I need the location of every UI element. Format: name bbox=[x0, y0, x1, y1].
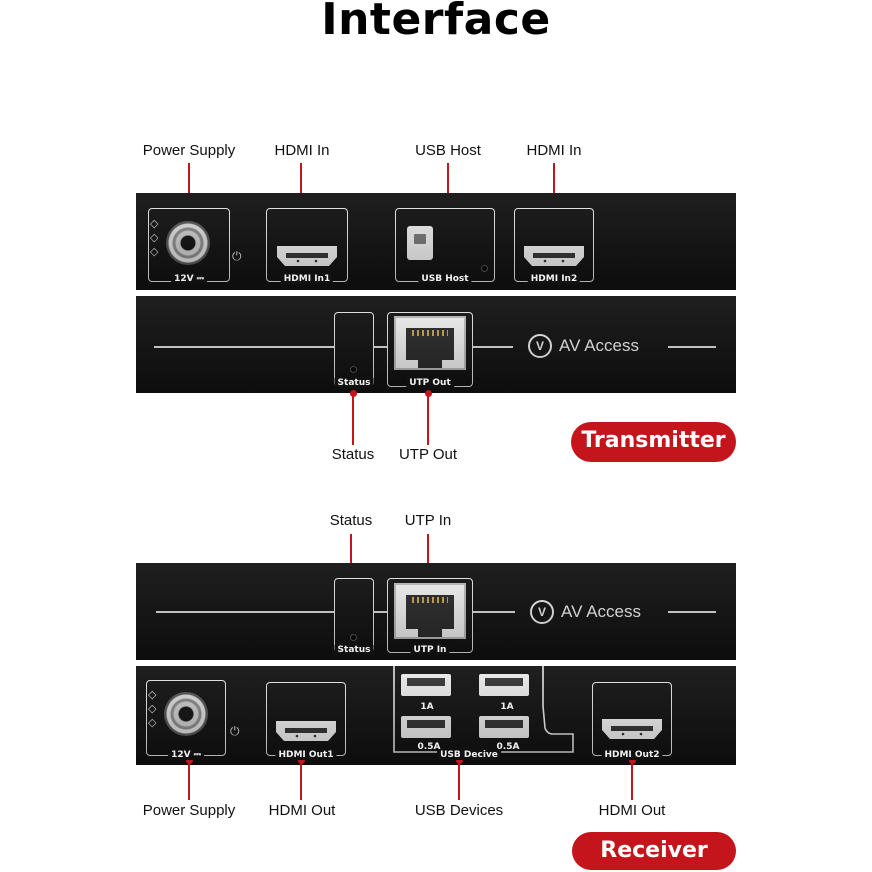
status-led bbox=[350, 634, 357, 641]
callout-rx-hdmi-out-1: HDMI Out bbox=[268, 802, 336, 819]
hdmi-port-icon bbox=[602, 719, 662, 739]
usb-a-port-icon bbox=[401, 674, 451, 696]
usb-led bbox=[481, 265, 488, 272]
panel-label-utp-in: UTP In bbox=[410, 645, 450, 655]
decor-line bbox=[156, 611, 334, 613]
callout-rx-hdmi-out-2: HDMI Out bbox=[598, 802, 666, 819]
callout-rx-utp-in: UTP In bbox=[404, 512, 452, 529]
usb-a-port-icon bbox=[479, 716, 529, 738]
page-title: Interface bbox=[321, 0, 551, 45]
decor-line bbox=[154, 346, 334, 348]
brand-name: AV Access bbox=[559, 336, 639, 355]
status-frame bbox=[334, 312, 374, 387]
usb-a-port-icon bbox=[401, 716, 451, 738]
panel-label-power: 12V ⎓ bbox=[168, 750, 204, 760]
power-icon: ⏻ bbox=[230, 724, 240, 738]
callout-tx-utp-out: UTP Out bbox=[398, 446, 458, 463]
decor-line bbox=[473, 611, 515, 613]
usb-b-port-icon bbox=[407, 226, 433, 260]
leader-line bbox=[188, 760, 190, 800]
callout-tx-status: Status bbox=[331, 446, 375, 463]
panel-label-hdmi-in2: HDMI In2 bbox=[527, 274, 581, 284]
av-access-logo: V bbox=[530, 600, 554, 624]
rj45-port-icon bbox=[394, 583, 466, 639]
dc-jack-icon bbox=[166, 221, 210, 265]
tx-front-panel: Status UTP Out V AV Access bbox=[136, 296, 736, 393]
usb-a-port-icon bbox=[479, 674, 529, 696]
rx-front-panel: Status UTP In V AV Access bbox=[136, 563, 736, 660]
callout-rx-status: Status bbox=[329, 512, 373, 529]
leader-line bbox=[350, 534, 352, 572]
leader-line bbox=[300, 760, 302, 800]
panel-label-usb-05a-right: 0.5A bbox=[496, 742, 520, 752]
leader-dot bbox=[425, 390, 432, 397]
leader-line bbox=[631, 760, 633, 800]
panel-label-hdmi-in1: HDMI In1 bbox=[280, 274, 334, 284]
panel-label-usb-1a-right: 1A bbox=[500, 702, 514, 712]
leader-dot bbox=[456, 757, 463, 764]
callout-tx-power-supply: Power Supply bbox=[142, 142, 236, 159]
panel-label-hdmi-out1: HDMI Out1 bbox=[275, 750, 337, 760]
leader-line bbox=[300, 163, 302, 211]
callout-tx-hdmi-in-2: HDMI In bbox=[526, 142, 582, 159]
decor-line bbox=[668, 611, 716, 613]
callout-rx-usb-devices: USB Devices bbox=[414, 802, 504, 819]
leader-line bbox=[458, 760, 460, 800]
receiver-badge: Receiver bbox=[572, 832, 736, 870]
hdmi-port-icon bbox=[524, 246, 584, 266]
decor-line bbox=[374, 346, 387, 348]
av-access-logo: V bbox=[528, 334, 552, 358]
hdmi-out1-frame bbox=[266, 682, 346, 756]
leader-dot bbox=[629, 757, 636, 764]
panel-label-hdmi-out2: HDMI Out2 bbox=[601, 750, 663, 760]
polarity-icon: ◇◇◇ bbox=[148, 689, 157, 729]
leader-line bbox=[188, 163, 190, 211]
callout-rx-power-supply: Power Supply bbox=[142, 802, 236, 819]
decor-line bbox=[374, 611, 387, 613]
callout-tx-usb-host: USB Host bbox=[415, 142, 481, 159]
leader-line bbox=[427, 534, 429, 572]
power-icon: ⏻ bbox=[232, 249, 242, 263]
leader-line bbox=[553, 163, 555, 211]
panel-label-status: Status bbox=[334, 378, 374, 388]
panel-label-status: Status bbox=[334, 645, 374, 655]
panel-label-utp-out: UTP Out bbox=[406, 378, 454, 388]
panel-label-usb-devices: USB Decive bbox=[437, 750, 501, 760]
transmitter-badge: Transmitter bbox=[571, 422, 736, 462]
leader-dot bbox=[350, 390, 357, 397]
decor-line bbox=[668, 346, 716, 348]
leader-line bbox=[352, 393, 354, 445]
leader-dot bbox=[298, 757, 305, 764]
panel-label-usb-host: USB Host bbox=[418, 274, 472, 284]
leader-line bbox=[447, 163, 449, 211]
panel-label-usb-05a-left: 0.5A bbox=[417, 742, 441, 752]
panel-label-usb-1a-left: 1A bbox=[420, 702, 434, 712]
brand-name: AV Access bbox=[561, 602, 641, 621]
callout-tx-hdmi-in-1: HDMI In bbox=[274, 142, 330, 159]
hdmi-port-icon bbox=[277, 246, 337, 266]
leader-dot bbox=[186, 757, 193, 764]
leader-line bbox=[427, 393, 429, 445]
decor-line bbox=[473, 346, 513, 348]
tx-back-panel: ◇◇◇ ⏻ 12V ⎓ HDMI In1 USB Host HDMI In2 bbox=[136, 193, 736, 290]
usb-devices-frame bbox=[393, 666, 574, 753]
dc-jack-icon bbox=[164, 692, 208, 736]
panel-label-power: 12V ⎓ bbox=[171, 274, 207, 284]
status-frame bbox=[334, 578, 374, 653]
polarity-icon: ◇◇◇ bbox=[150, 218, 159, 258]
hdmi-port-icon bbox=[276, 721, 336, 741]
rx-back-panel: ◇◇◇ ⏻ 12V ⎓ HDMI Out1 1A 1A 0.5A 0.5A US… bbox=[136, 666, 736, 765]
rj45-port-icon bbox=[394, 316, 466, 370]
status-led bbox=[350, 366, 357, 373]
